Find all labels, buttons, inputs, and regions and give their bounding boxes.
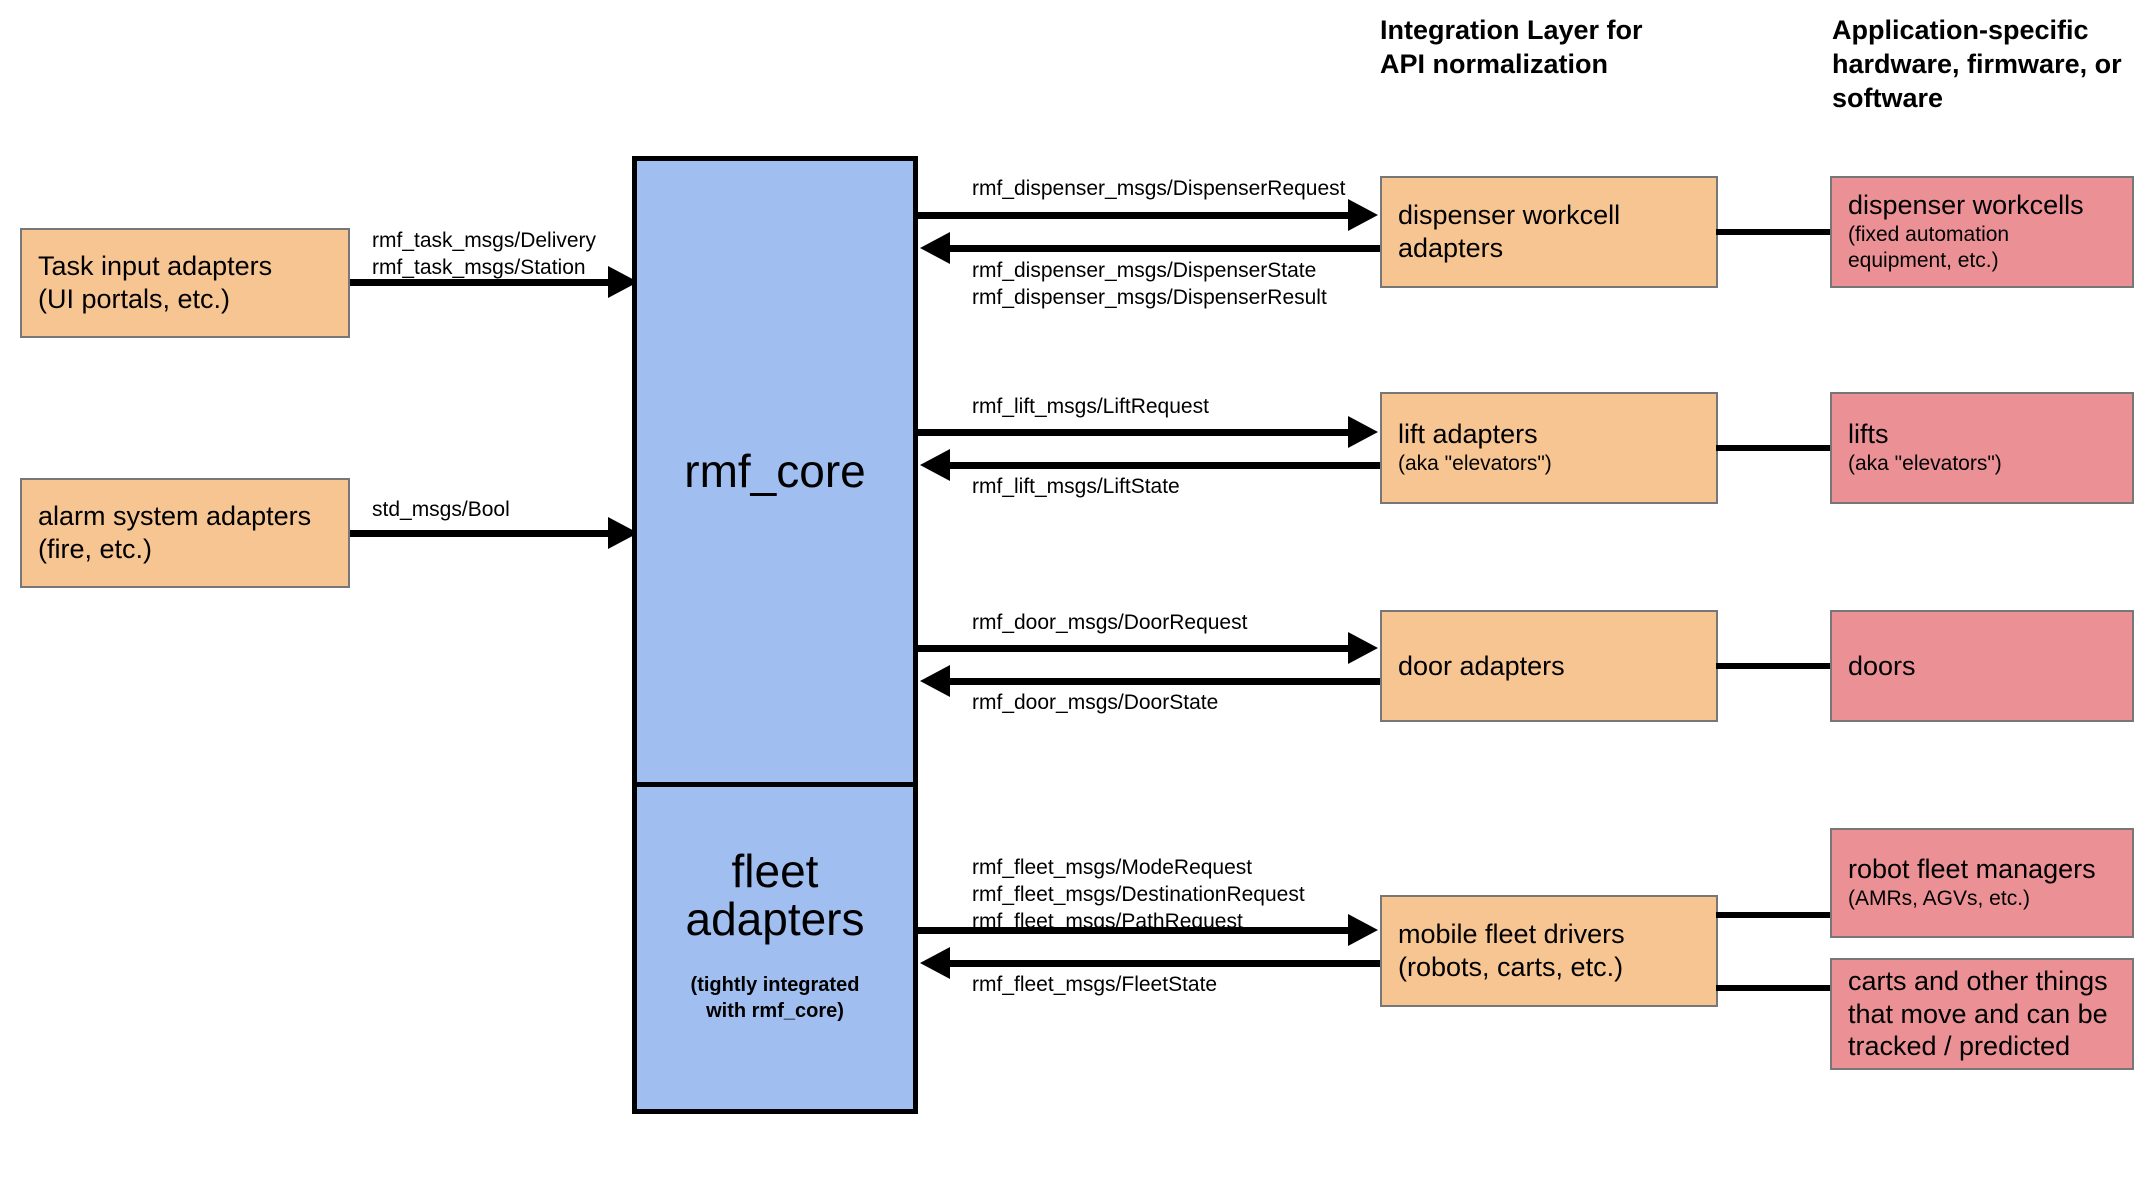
connector-dispenser-request bbox=[918, 212, 1358, 219]
connector-door-adapter-to-hardware bbox=[1716, 663, 1832, 669]
node-subtitle: (aka "elevators") bbox=[1398, 452, 1552, 476]
arrowhead-dispenser-state bbox=[920, 232, 950, 264]
edge-label-std-msgs-bool: std_msgs/Bool bbox=[372, 498, 510, 521]
connector-fleet-state bbox=[930, 960, 1380, 967]
connector-lift-request bbox=[918, 429, 1358, 436]
node-subtitle: (AMRs, AGVs, etc.) bbox=[1848, 887, 2031, 911]
node-title: doors bbox=[1848, 650, 1916, 681]
edge-label-fleet-request: rmf_fleet_msgs/ModeRequest rmf_fleet_msg… bbox=[972, 856, 1305, 933]
rmf-core-title: rmf_core bbox=[684, 445, 866, 498]
edge-label-task-msgs: rmf_task_msgs/Delivery rmf_task_msgs/Sta… bbox=[372, 229, 597, 279]
node-alarm-system-adapters[interactable]: alarm system adapters (fire, etc.) bbox=[20, 478, 350, 588]
node-fleet-adapters[interactable]: fleet adapters (tightly integrated with … bbox=[637, 787, 913, 1109]
column-header-application-specific: Application-specific hardware, firmware,… bbox=[1832, 15, 2122, 113]
node-doors[interactable]: doors bbox=[1830, 610, 2134, 722]
node-subtitle: (fire, etc.) bbox=[38, 534, 153, 564]
node-lifts[interactable]: lifts (aka "elevators") bbox=[1830, 392, 2134, 504]
node-title: alarm system adapters bbox=[38, 501, 312, 532]
fleet-adapters-subtitle: (tightly integrated with rmf_core) bbox=[690, 973, 860, 1022]
node-title: carts and other things that move and can… bbox=[1848, 965, 2108, 1062]
edge-label-door-request: rmf_door_msgs/DoorRequest bbox=[972, 611, 1248, 634]
fleet-adapters-title: fleet adapters bbox=[685, 845, 865, 946]
connector-dispenser-adapter-to-hardware bbox=[1716, 229, 1832, 235]
node-title: mobile fleet drivers bbox=[1398, 919, 1625, 950]
edge-label-dispenser-request: rmf_dispenser_msgs/DispenserRequest bbox=[972, 177, 1346, 200]
connector-lift-adapter-to-hardware bbox=[1716, 445, 1832, 451]
arrowhead-fleet-request bbox=[1348, 914, 1378, 946]
node-subtitle: (robots, carts, etc.) bbox=[1398, 952, 1624, 982]
connector-fleet-request bbox=[918, 927, 1358, 934]
connector-task-input-to-core bbox=[350, 279, 620, 286]
node-rmf-core[interactable]: rmf_core bbox=[637, 161, 913, 787]
connector-fleet-adapter-to-robot-managers bbox=[1716, 912, 1832, 918]
edge-label-door-state: rmf_door_msgs/DoorState bbox=[972, 691, 1219, 714]
node-lift-adapters[interactable]: lift adapters (aka "elevators") bbox=[1380, 392, 1718, 504]
connector-dispenser-state bbox=[930, 245, 1380, 252]
node-door-adapters[interactable]: door adapters bbox=[1380, 610, 1718, 722]
arrowhead-fleet-state bbox=[920, 947, 950, 979]
node-task-input-adapters[interactable]: Task input adapters (UI portals, etc.) bbox=[20, 228, 350, 338]
arrowhead-lift-state bbox=[920, 449, 950, 481]
node-subtitle: (fixed automation equipment, etc.) bbox=[1848, 223, 2010, 273]
node-dispenser-workcells[interactable]: dispenser workcells (fixed automation eq… bbox=[1830, 176, 2134, 288]
connector-lift-state bbox=[930, 462, 1380, 469]
node-title: lift adapters bbox=[1398, 419, 1538, 450]
arrowhead-door-state bbox=[920, 665, 950, 697]
arrowhead-lift-request bbox=[1348, 416, 1378, 448]
node-title: door adapters bbox=[1398, 650, 1565, 681]
arrowhead-dispenser-request bbox=[1348, 199, 1378, 231]
edge-label-lift-request: rmf_lift_msgs/LiftRequest bbox=[972, 395, 1209, 418]
arrowhead-door-request bbox=[1348, 632, 1378, 664]
connector-door-state bbox=[930, 678, 1380, 685]
edge-label-dispenser-state: rmf_dispenser_msgs/DispenserState rmf_di… bbox=[972, 259, 1327, 309]
node-title: dispenser workcells bbox=[1848, 190, 2084, 221]
node-title: dispenser workcell adapters bbox=[1398, 200, 1621, 263]
node-subtitle: (UI portals, etc.) bbox=[38, 284, 231, 314]
node-robot-fleet-managers[interactable]: robot fleet managers (AMRs, AGVs, etc.) bbox=[1830, 828, 2134, 938]
column-header-integration-layer: Integration Layer for API normalization bbox=[1380, 15, 1643, 79]
node-subtitle: (aka "elevators") bbox=[1848, 452, 2002, 476]
connector-alarm-to-core bbox=[350, 530, 620, 537]
connector-fleet-adapter-to-carts bbox=[1716, 985, 1832, 991]
edge-label-fleet-state: rmf_fleet_msgs/FleetState bbox=[972, 973, 1218, 996]
node-dispenser-workcell-adapters[interactable]: dispenser workcell adapters bbox=[1380, 176, 1718, 288]
connector-door-request bbox=[918, 645, 1358, 652]
node-mobile-fleet-drivers[interactable]: mobile fleet drivers (robots, carts, etc… bbox=[1380, 895, 1718, 1007]
node-rmf-core-stack[interactable]: rmf_core fleet adapters (tightly integra… bbox=[632, 156, 918, 1114]
node-title: lifts bbox=[1848, 419, 1889, 450]
node-title: robot fleet managers bbox=[1848, 854, 2096, 885]
node-carts-and-other-things[interactable]: carts and other things that move and can… bbox=[1830, 958, 2134, 1070]
edge-label-lift-state: rmf_lift_msgs/LiftState bbox=[972, 475, 1180, 498]
node-title: Task input adapters bbox=[38, 251, 273, 282]
